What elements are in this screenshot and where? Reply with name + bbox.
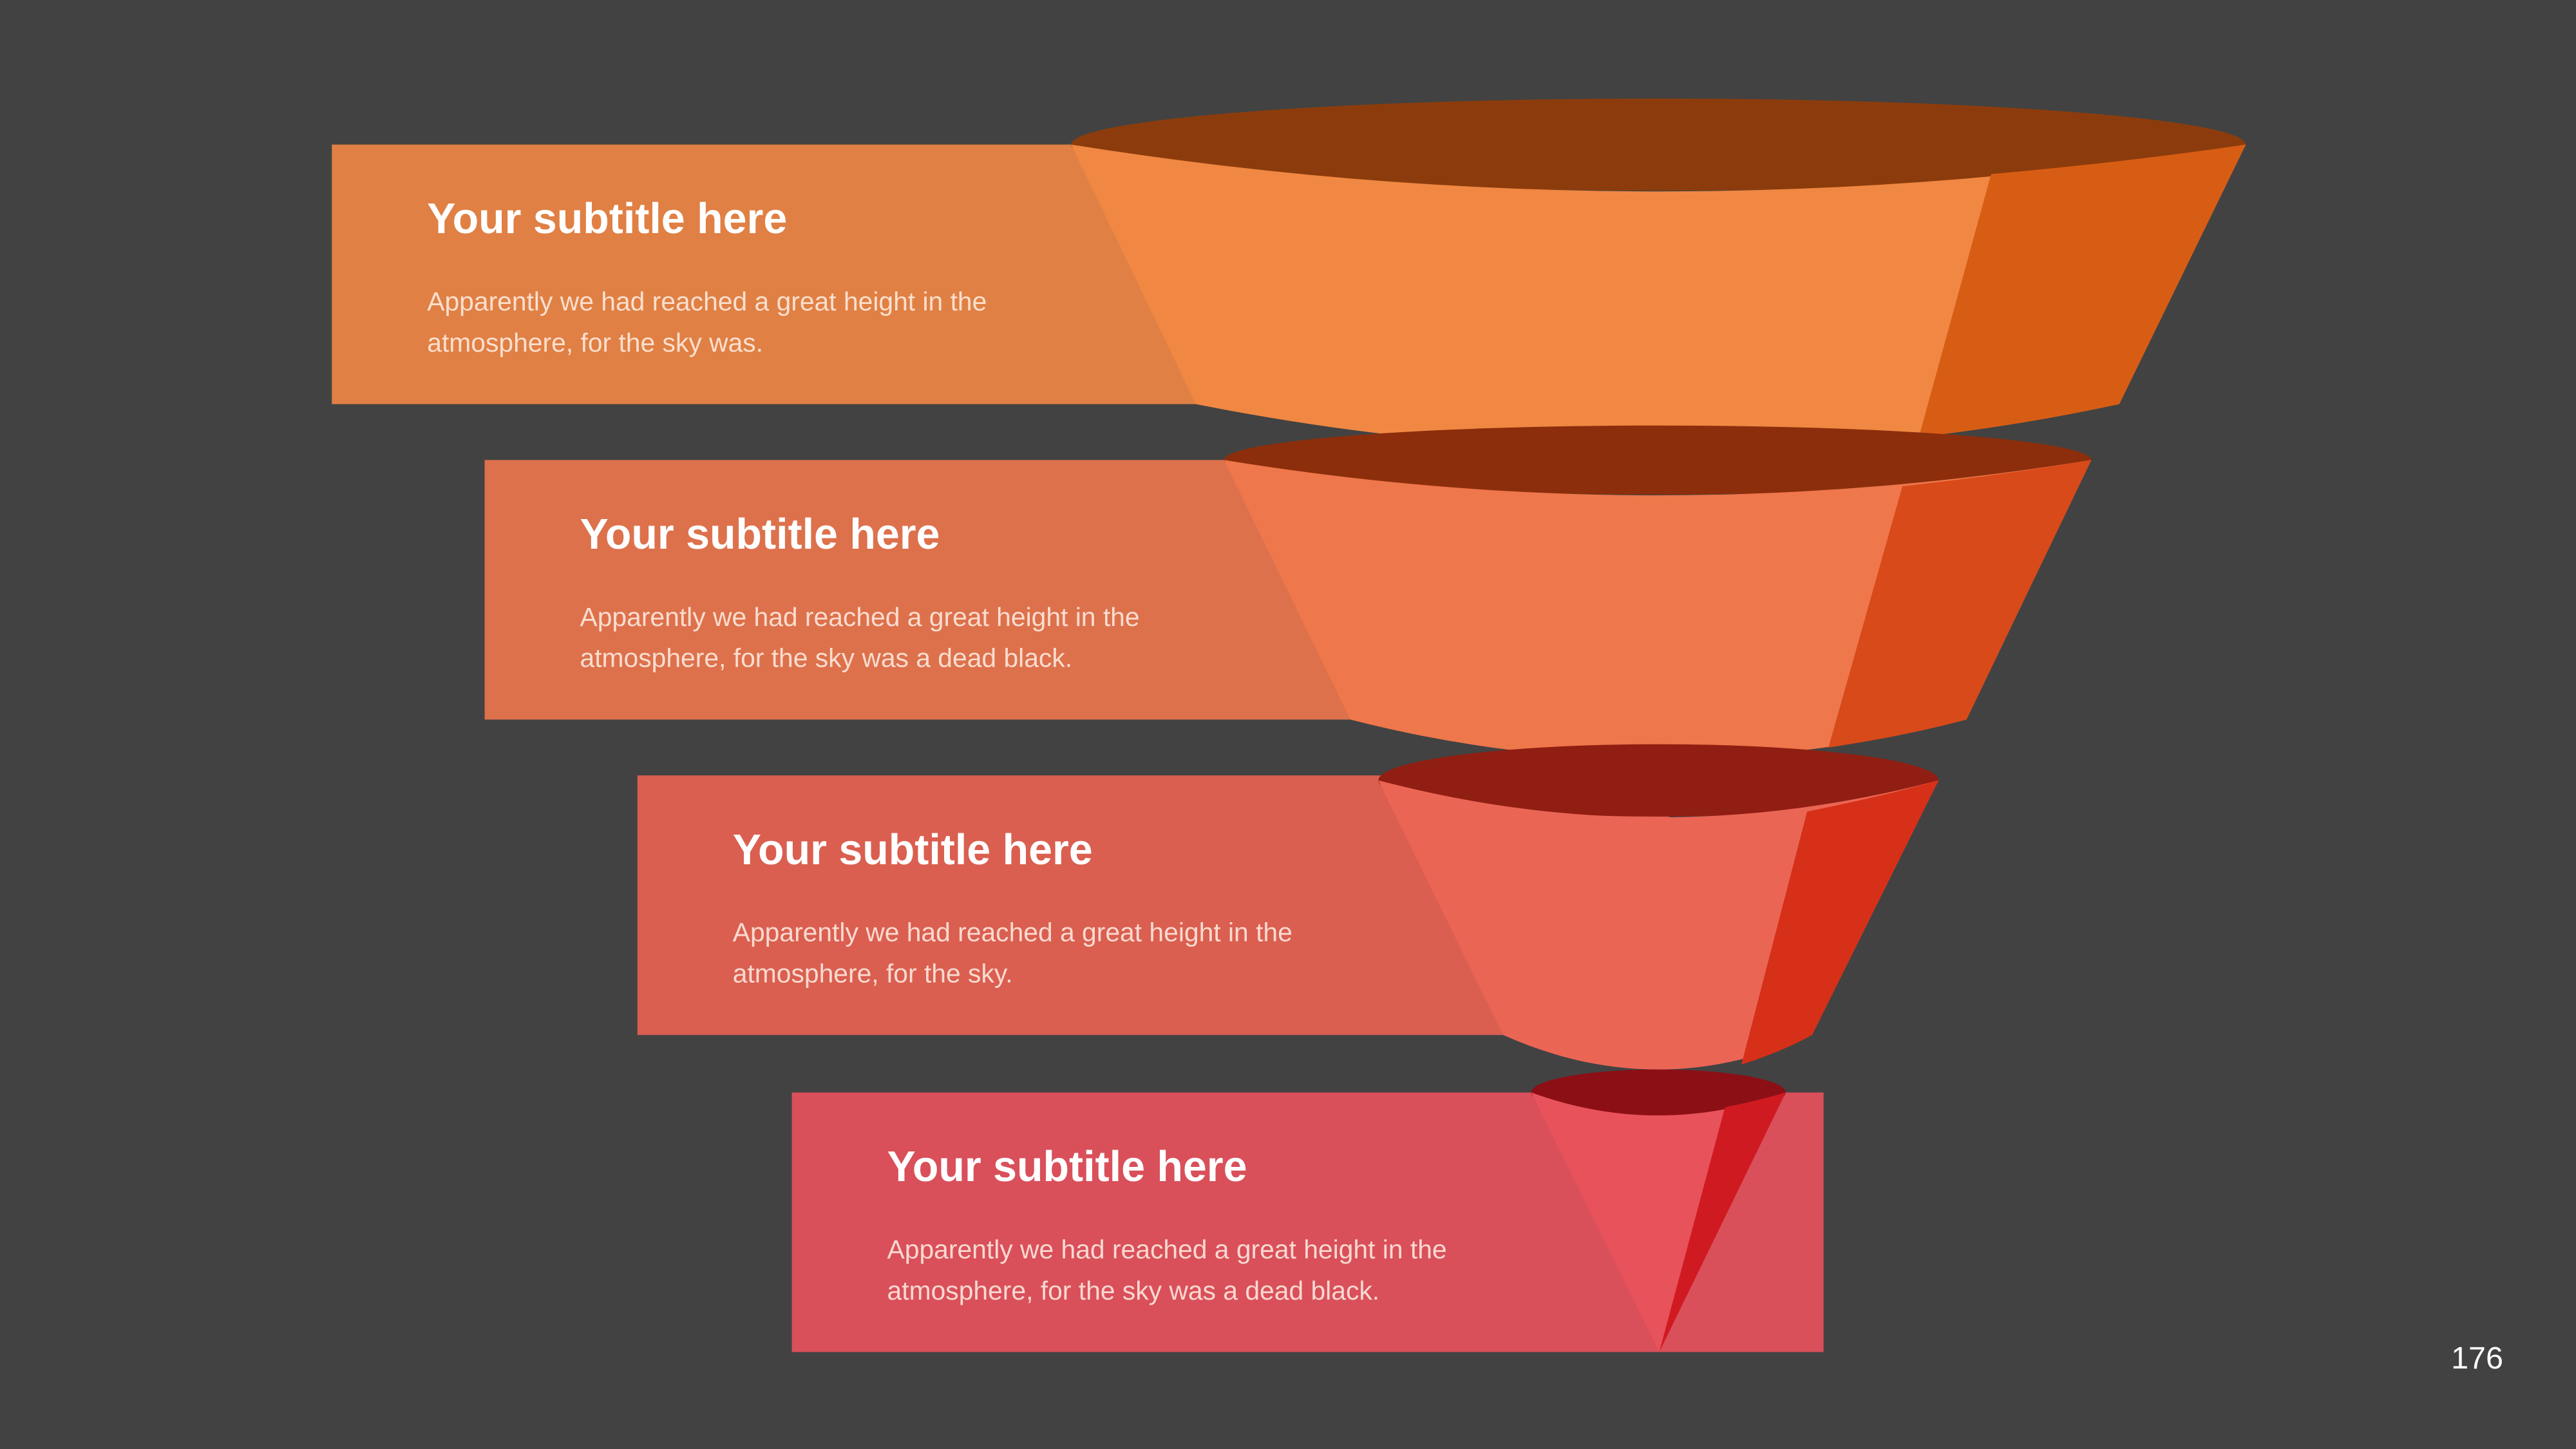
funnel-segment-3 <box>1378 744 1939 1070</box>
stage-title: Your subtitle here <box>427 194 788 243</box>
stage-title: Your subtitle here <box>887 1141 1247 1191</box>
funnel-segment-1 <box>1071 99 2246 450</box>
stage-title: Your subtitle here <box>580 509 940 559</box>
page-number: 176 <box>2451 1342 2503 1377</box>
funnel-segment-2 <box>1224 425 2092 759</box>
funnel-side-face <box>1741 780 1939 1065</box>
funnel-top-face <box>1378 744 1939 817</box>
funnel-top-face <box>1531 1069 1786 1116</box>
stage-title: Your subtitle here <box>732 824 1093 875</box>
funnel-top-face <box>1071 99 2246 191</box>
stage-description: Apparently we had reached a great height… <box>887 1236 1447 1307</box>
funnel-side-face <box>1918 144 2246 437</box>
funnel-side-face <box>1659 1092 1786 1352</box>
stage-description: Apparently we had reached a great height… <box>580 604 1140 674</box>
stage-description: Apparently we had reached a great height… <box>732 920 1293 989</box>
funnel-segment-4 <box>1531 1069 1786 1352</box>
stage-description: Apparently we had reached a great height… <box>427 289 987 359</box>
funnel-top-face <box>1224 425 2092 495</box>
funnel-side-face <box>1828 460 2092 748</box>
